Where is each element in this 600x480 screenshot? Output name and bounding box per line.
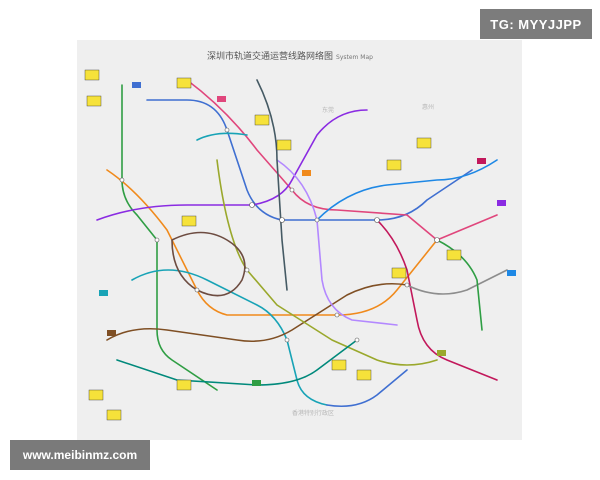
station-marker	[224, 127, 230, 133]
line-number-badge	[107, 330, 116, 336]
region-label-hongkong: 香港特别行政区	[292, 410, 335, 417]
station-marker	[279, 217, 285, 223]
line-number-badge	[437, 350, 446, 356]
map-title-cn: 深圳市轨道交通运营线路网络图	[207, 52, 334, 62]
station-marker	[314, 217, 320, 223]
line-number-badge	[252, 380, 261, 386]
metro-line-route	[316, 159, 498, 221]
map-title-en: System Map	[336, 54, 373, 61]
line-number-badge	[477, 158, 486, 164]
service-notice-tag	[88, 389, 104, 401]
service-notice-tag	[84, 69, 100, 81]
region-label-huizhou: 惠州	[422, 104, 435, 111]
station-marker	[434, 237, 440, 243]
metro-line-route	[171, 231, 246, 297]
service-notice-tag	[106, 409, 122, 421]
metro-line-route	[186, 79, 498, 241]
metro-network-diagram	[84, 69, 516, 421]
service-notice-tag	[176, 77, 192, 89]
station-marker	[289, 187, 295, 193]
metro-line-route	[436, 239, 483, 331]
metro-line-route	[106, 282, 408, 343]
service-notice-tag	[446, 249, 462, 261]
metro-line-route	[131, 269, 328, 406]
metro-line-route	[276, 159, 398, 326]
service-notice-tag	[416, 137, 432, 149]
metro-line-route	[121, 84, 218, 391]
station-marker	[404, 282, 410, 288]
station-marker	[334, 312, 340, 318]
metro-line-route	[196, 132, 248, 141]
line-number-badge	[507, 270, 516, 276]
metro-line-route	[106, 169, 438, 316]
region-label-dongguan: 东莞	[322, 107, 335, 114]
station-marker	[119, 177, 125, 183]
station-marker	[154, 237, 160, 243]
service-notice-tag	[386, 159, 402, 171]
service-notice-tag	[254, 114, 270, 126]
station-marker	[354, 337, 360, 343]
service-notice-tag	[331, 359, 347, 371]
service-notice-tag	[86, 95, 102, 107]
service-notice-tag	[176, 379, 192, 391]
station-marker	[194, 287, 200, 293]
metro-line-route	[116, 339, 358, 386]
station-marker	[284, 337, 290, 343]
metro-line-route	[256, 79, 288, 291]
line-number-badge	[302, 170, 311, 176]
service-notice-tag	[356, 369, 372, 381]
service-notice-tag	[181, 215, 197, 227]
metro-line-route	[146, 99, 473, 221]
metro-line-route	[326, 369, 408, 408]
station-marker	[249, 202, 255, 208]
service-notice-tag	[391, 267, 407, 279]
metro-line-route	[96, 109, 368, 221]
site-watermark: www.meibinmz.com	[10, 440, 150, 470]
line-number-badge	[132, 82, 141, 88]
station-marker	[374, 217, 380, 223]
service-notice-tag	[276, 139, 292, 151]
line-number-badge	[99, 290, 108, 296]
station-marker	[244, 267, 250, 273]
line-number-badge	[497, 200, 506, 206]
line-number-badge	[217, 96, 226, 102]
tg-channel-badge: TG: MYYJJPP	[480, 9, 592, 39]
metro-line-route	[406, 269, 508, 295]
